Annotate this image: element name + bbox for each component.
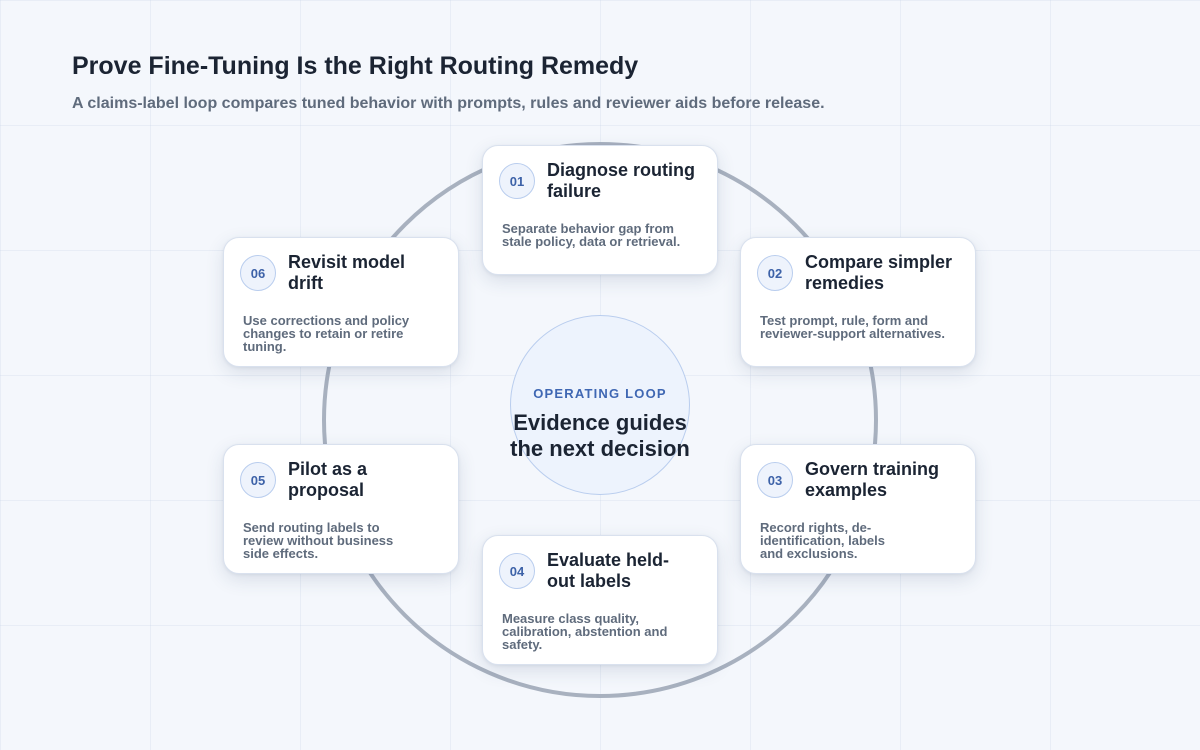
step-card-pilot[interactable]: 05 Pilot as a proposal Send routing labe… [223, 444, 459, 574]
step-title: Pilot as a proposal [288, 459, 368, 500]
hub-kicker: OPERATING LOOP [533, 386, 667, 401]
step-title: Compare simpler remedies [805, 252, 953, 293]
step-title: Revisit model drift [288, 252, 406, 293]
page-subtitle: A claims-label loop compares tuned behav… [72, 95, 825, 112]
operating-loop-hub: OPERATING LOOP Evidence guides the next … [510, 315, 690, 495]
step-card-govern[interactable]: 03 Govern training examples Record right… [740, 444, 976, 574]
hub-statement: Evidence guides the next decision [510, 410, 690, 461]
step-card-evaluate[interactable]: 04 Evaluate held-out labels Measure clas… [482, 535, 718, 665]
loop-ring-path [322, 142, 878, 698]
step-description: Separate behavior gap from stale policy,… [502, 221, 681, 249]
step-number-badge: 06 [240, 255, 276, 291]
step-description: Measure class quality, calibration, abst… [502, 611, 668, 652]
step-description: Record rights, de-identification, labels… [760, 520, 885, 561]
step-title: Govern training examples [805, 459, 940, 500]
step-description: Use corrections and policy changes to re… [243, 313, 410, 354]
step-description: Test prompt, rule, form and reviewer-sup… [760, 313, 945, 341]
step-number-badge: 03 [757, 462, 793, 498]
step-number-badge: 05 [240, 462, 276, 498]
step-description: Send routing labels to review without bu… [243, 520, 394, 561]
step-number-badge: 01 [499, 163, 535, 199]
page-title: Prove Fine-Tuning Is the Right Routing R… [72, 52, 639, 80]
step-card-revisit[interactable]: 06 Revisit model drift Use corrections a… [223, 237, 459, 367]
step-card-diagnose[interactable]: 01 Diagnose routing failure Separate beh… [482, 145, 718, 275]
step-number-badge: 02 [757, 255, 793, 291]
step-card-compare[interactable]: 02 Compare simpler remedies Test prompt,… [740, 237, 976, 367]
step-title: Evaluate held-out labels [547, 550, 670, 591]
step-number-badge: 04 [499, 553, 535, 589]
step-title: Diagnose routing failure [547, 160, 695, 201]
